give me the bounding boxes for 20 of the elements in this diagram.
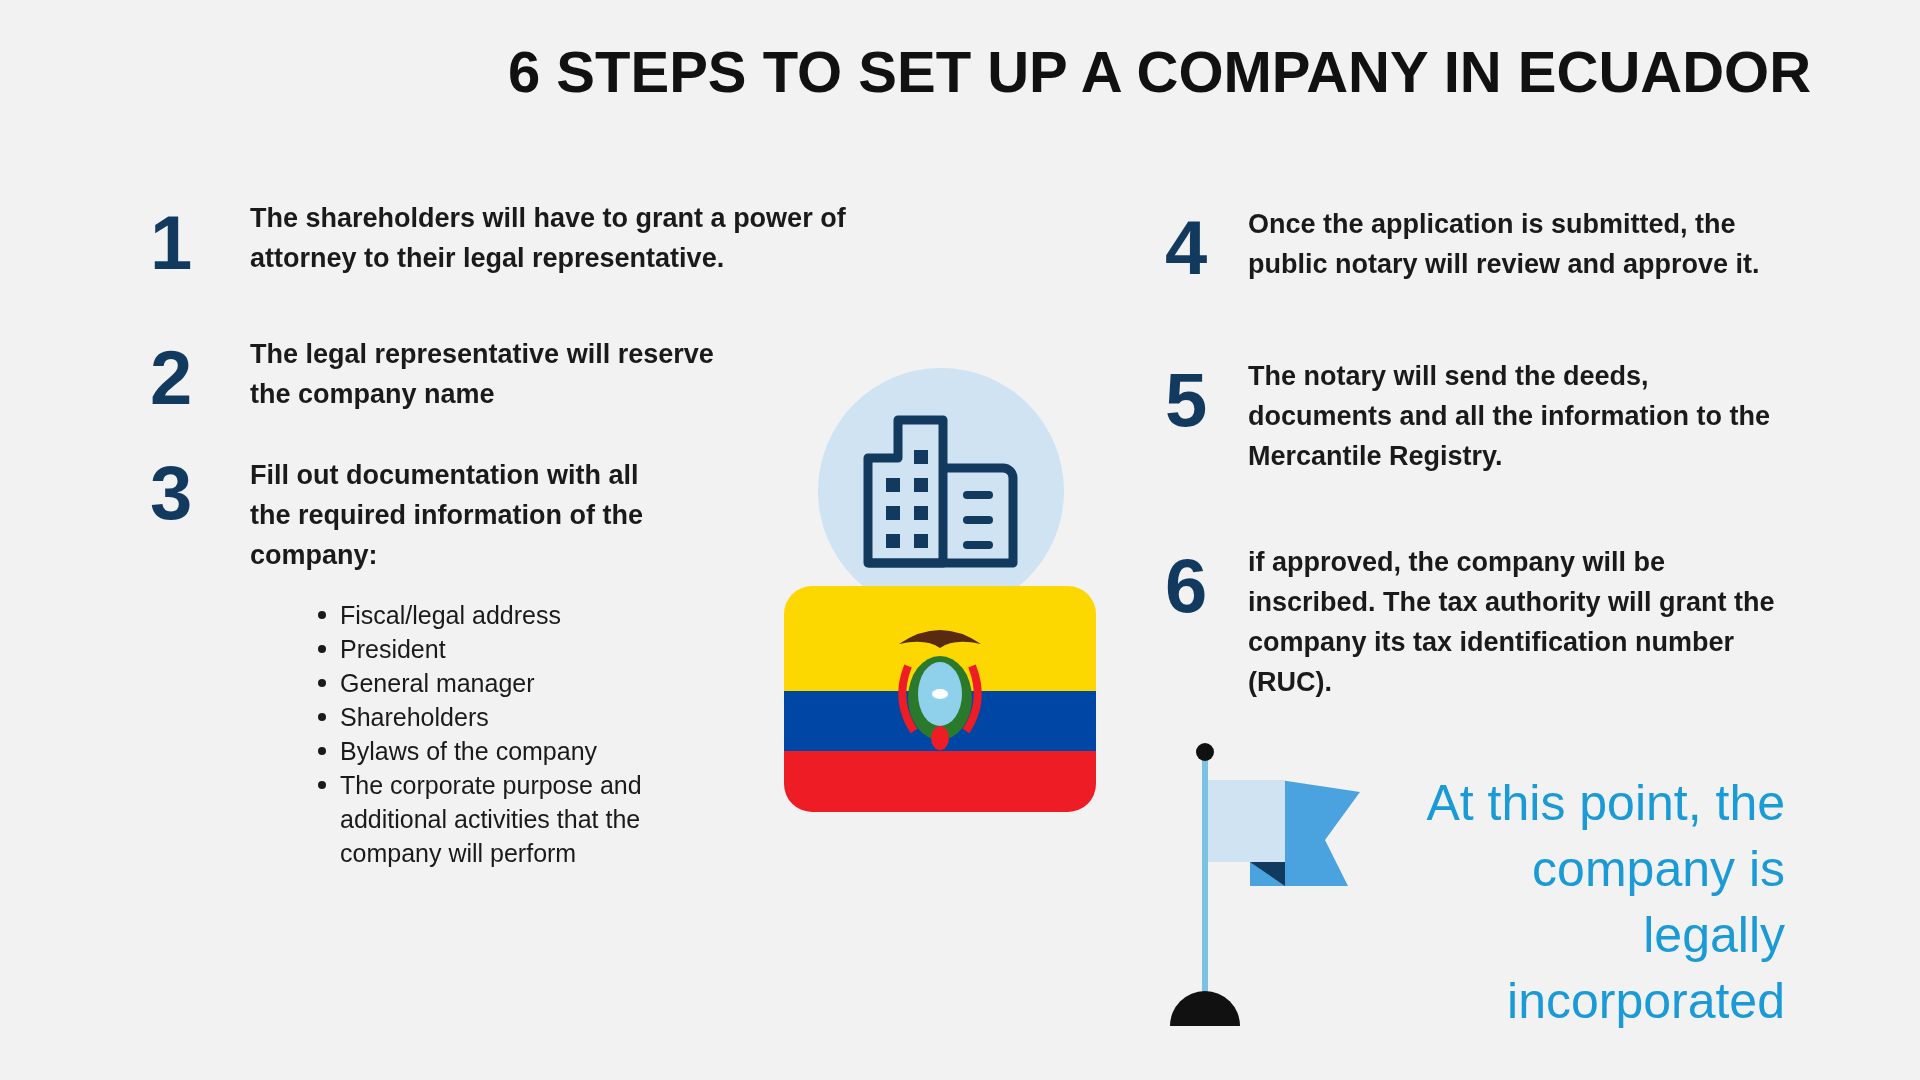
bullet-item: The corporate purpose and additional activities that the company will perform bbox=[340, 770, 643, 869]
closing-statement: At this point, the company is legally incorporated bbox=[1425, 774, 1785, 1031]
step-text: Once the application is submitted, the public notary will review and approve it. bbox=[1248, 208, 1761, 281]
title: 6 STEPS TO SET UP A COMPANY IN ECUADOR bbox=[508, 38, 1812, 105]
step-number: 2 bbox=[150, 340, 193, 416]
bullet-item: President bbox=[340, 634, 447, 665]
step-text: The legal representative will reserve the company name bbox=[250, 338, 715, 411]
step-text: The shareholders will have to grant a power of attorney to their legal representative. bbox=[250, 202, 847, 275]
step-number: 6 bbox=[1165, 548, 1208, 624]
bullet-item: General manager bbox=[340, 668, 536, 699]
step-number: 3 bbox=[150, 455, 193, 531]
step-number: 1 bbox=[150, 205, 193, 281]
step-text: The notary will send the deeds, documents and all the information to the Mercantile Registry. bbox=[1248, 360, 1772, 473]
step-number: 4 bbox=[1165, 210, 1208, 286]
bullet-item: Bylaws of the company bbox=[340, 736, 599, 767]
step-text: if approved, the company will be inscribed. The tax authority will grant the company its tax identification number (RUC). bbox=[1248, 546, 1776, 699]
step-number: 5 bbox=[1165, 362, 1208, 438]
bullet-item: Fiscal/legal address bbox=[340, 600, 562, 631]
step-text: Fill out documentation with all the required information of the company: bbox=[250, 459, 644, 572]
bullet-item: Shareholders bbox=[340, 702, 490, 733]
